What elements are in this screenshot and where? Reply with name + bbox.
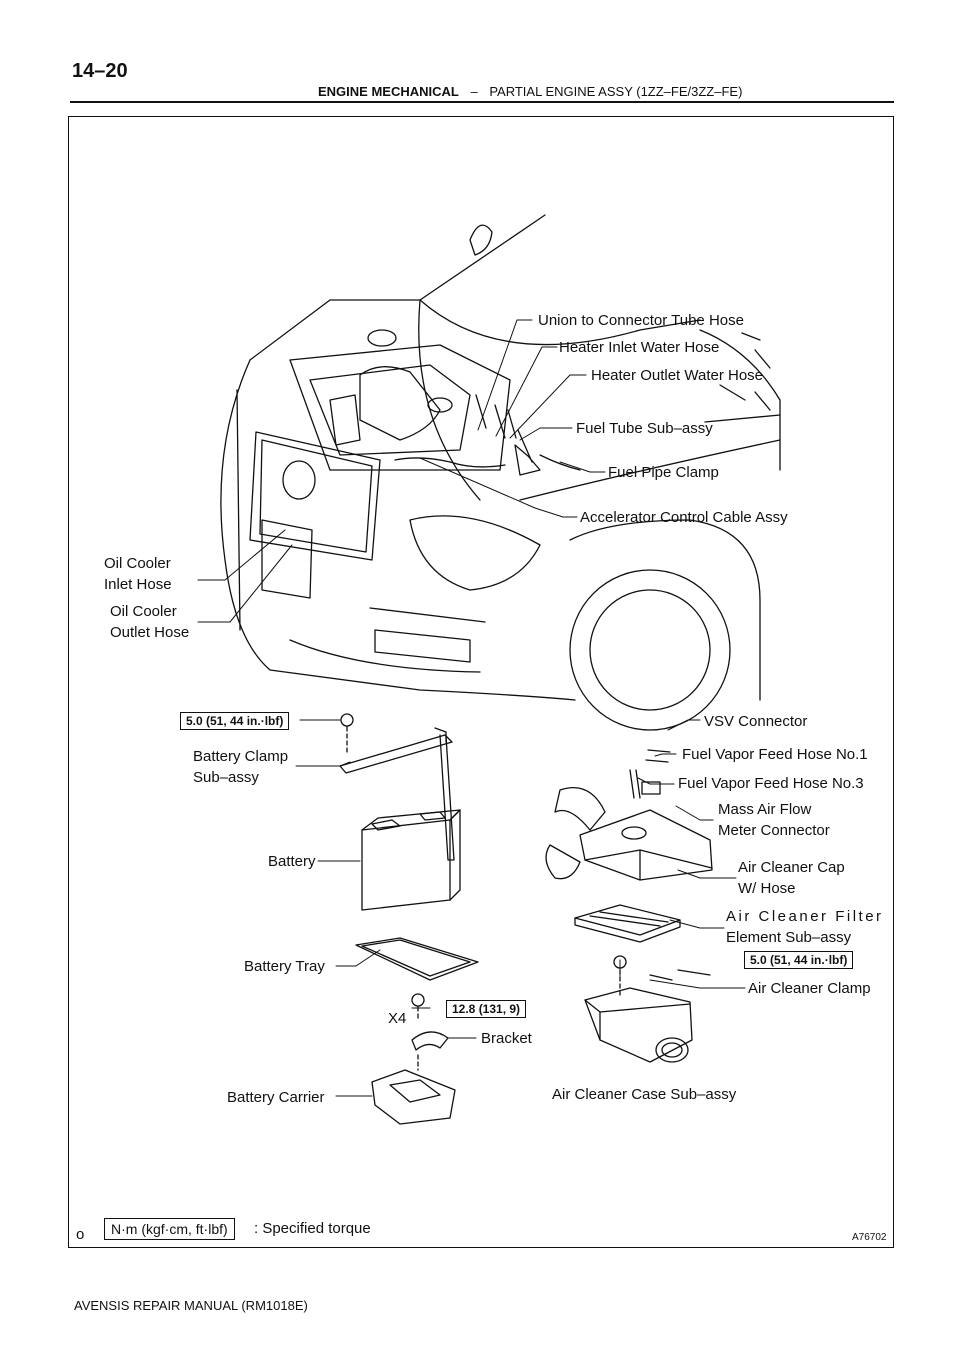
legend-unit-box: N·m (kgf·cm, ft·lbf) [104, 1218, 235, 1240]
label-x4: X4 [388, 1010, 407, 1027]
label-heater-outlet-water-hose: Heater Outlet Water Hose [591, 367, 764, 384]
battery-tray-drawing [355, 937, 479, 981]
bracket-drawing [411, 993, 449, 1071]
label-vsv-connector: VSV Connector [704, 713, 808, 730]
label-air-cleaner-cap-w-hose: Air Cleaner Cap W/ Hose [738, 859, 845, 897]
label-battery-carrier: Battery Carrier [227, 1089, 325, 1106]
battery-carrier-drawing [371, 1069, 456, 1125]
label-battery: Battery [268, 853, 316, 870]
figure-id: A76702 [852, 1232, 887, 1243]
torque-spec-bracket: 12.8 (131, 9) [446, 1000, 527, 1018]
label-bracket: Bracket [481, 1030, 532, 1047]
label-fuel-tube-sub-assy: Fuel Tube Sub–assy [576, 420, 713, 437]
leader-lines [197, 319, 746, 1097]
header-section: ENGINE MECHANICAL [318, 84, 459, 99]
label-fuel-pipe-clamp: Fuel Pipe Clamp [608, 464, 719, 481]
label-air-cleaner-clamp: Air Cleaner Clamp [748, 980, 871, 997]
label-fuel-vapor-feed-hose-no1: Fuel Vapor Feed Hose No.1 [682, 746, 868, 763]
air-filter-drawing [574, 904, 681, 943]
legend-mark: o [76, 1226, 85, 1243]
label-oil-cooler-outlet-hose: Oil Cooler Outlet Hose [110, 603, 190, 641]
battery-clamp-drawing [339, 713, 455, 861]
figure-frame [68, 116, 894, 1248]
label-battery-clamp-sub-assy: Battery Clamp Sub–assy [193, 748, 289, 786]
battery-drawing [361, 809, 461, 911]
label-air-cleaner-filter-element: Air Cleaner Filter Element Sub–assy [726, 908, 884, 946]
torque-spec-battery-clamp: 5.0 (51, 44 in.·lbf) [180, 712, 290, 730]
label-battery-tray: Battery Tray [244, 958, 325, 975]
header-rule [70, 101, 894, 103]
running-header: ENGINE MECHANICAL – PARTIAL ENGINE ASSY … [318, 84, 742, 99]
header-separator: – [470, 84, 478, 99]
torque-spec-air-cleaner: 5.0 (51, 44 in.·lbf) [744, 951, 854, 969]
label-mass-air-flow-meter-connector: Mass Air Flow Meter Connector [718, 801, 830, 839]
page-number: 14–20 [72, 60, 128, 82]
label-union-to-connector-tube-hose: Union to Connector Tube Hose [538, 312, 744, 329]
vehicle-drawing [220, 214, 781, 731]
page-footer: AVENSIS REPAIR MANUAL (RM1018E) [74, 1298, 308, 1313]
label-air-cleaner-case-sub-assy: Air Cleaner Case Sub–assy [552, 1086, 737, 1103]
air-cleaner-case-drawing [584, 955, 711, 1063]
label-accelerator-control-cable-assy: Accelerator Control Cable Assy [580, 509, 788, 526]
label-heater-inlet-water-hose: Heater Inlet Water Hose [559, 339, 720, 356]
air-cleaner-cap-drawing [545, 749, 713, 881]
header-subsection: PARTIAL ENGINE ASSY (1ZZ–FE/3ZZ–FE) [489, 84, 743, 99]
legend-description: : Specified torque [254, 1220, 371, 1237]
label-fuel-vapor-feed-hose-no3: Fuel Vapor Feed Hose No.3 [678, 775, 864, 792]
label-oil-cooler-inlet-hose: Oil Cooler Inlet Hose [104, 555, 172, 593]
